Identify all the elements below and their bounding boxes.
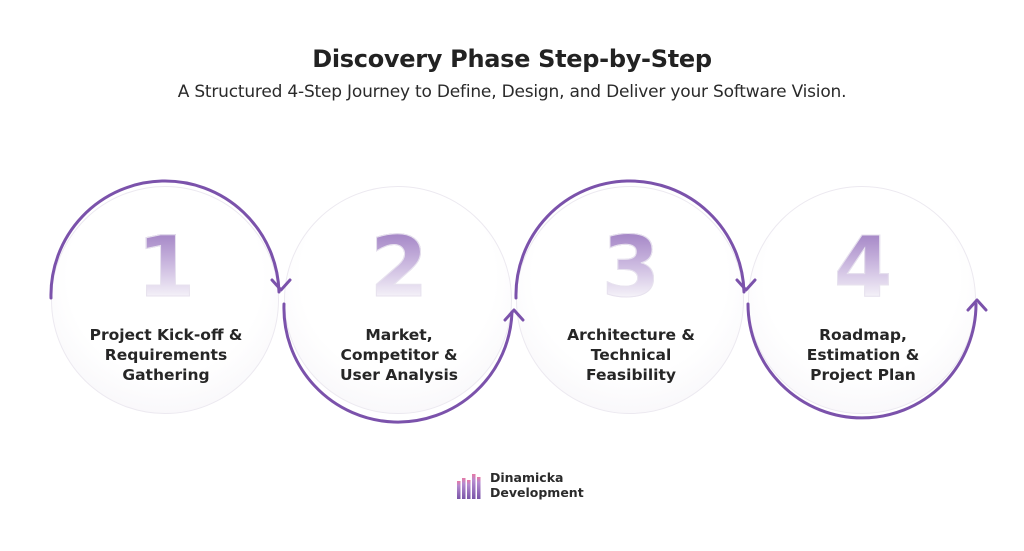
arc-2-bottom xyxy=(282,302,514,424)
step-2-number: 2 xyxy=(285,225,513,310)
step-3-label-line: Feasibility xyxy=(585,366,677,384)
page-title: Discovery Phase Step-by-Step xyxy=(312,45,712,73)
arc-4-bottom xyxy=(746,302,978,420)
logo-line-2: Development xyxy=(490,485,584,500)
step-2-label-line: Market, xyxy=(365,326,433,344)
step-4-number: 4 xyxy=(749,225,977,310)
step-3-label-line: Technical xyxy=(590,346,672,364)
step-1-label: Project Kick-off & Requirements Gatherin… xyxy=(52,325,280,385)
step-4-label: Roadmap, Estimation & Project Plan xyxy=(749,325,977,385)
step-4-label-line: Project Plan xyxy=(810,366,916,384)
step-3-label: Architecture & Technical Feasibility xyxy=(517,325,745,385)
step-1-number: 1 xyxy=(52,225,280,310)
step-1-label-line: Project Kick-off & xyxy=(89,326,243,344)
step-4-circle: 4 Roadmap, Estimation & Project Plan xyxy=(748,186,976,414)
step-1-circle: 1 Project Kick-off & Requirements Gather… xyxy=(51,186,279,414)
company-logo: Dinamicka Development xyxy=(456,470,584,500)
logo-line-1: Dinamicka xyxy=(490,470,564,485)
step-4-label-line: Estimation & xyxy=(806,346,920,364)
bar-chart-logo-icon xyxy=(457,474,481,499)
step-2-label-line: Competitor & xyxy=(340,346,458,364)
logo-text: Dinamicka Development xyxy=(490,470,584,500)
step-4-label-line: Roadmap, xyxy=(819,326,907,344)
step-2-label-line: User Analysis xyxy=(339,366,459,384)
step-2-label: Market, Competitor & User Analysis xyxy=(285,325,513,385)
page-subtitle: A Structured 4-Step Journey to Define, D… xyxy=(177,82,847,102)
step-1-label-line: Gathering xyxy=(122,366,210,384)
step-3-label-line: Architecture & xyxy=(567,326,695,344)
arc-1-top xyxy=(49,179,281,300)
step-3-number: 3 xyxy=(517,225,745,310)
arrowhead-down-icon xyxy=(735,278,757,292)
arrowhead-down-icon xyxy=(270,278,292,292)
step-2-circle: 2 Market, Competitor & User Analysis xyxy=(284,186,512,414)
arrowhead-up-icon xyxy=(966,298,988,312)
arc-3-top xyxy=(514,179,746,300)
step-1-label-line: Requirements xyxy=(104,346,228,364)
step-3-circle: 3 Architecture & Technical Feasibility xyxy=(516,186,744,414)
arrowhead-up-icon xyxy=(503,308,525,322)
